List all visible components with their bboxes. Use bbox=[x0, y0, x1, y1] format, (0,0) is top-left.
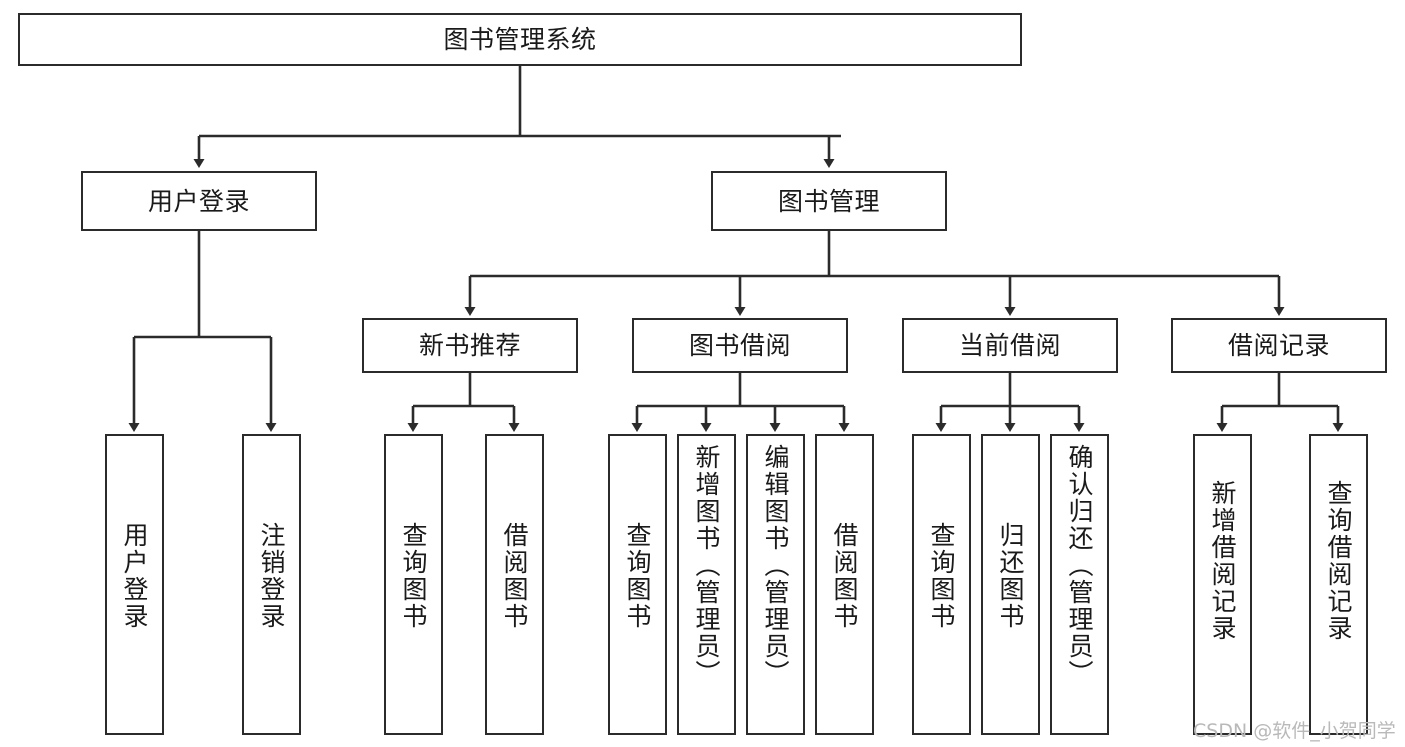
node-label: 图书管理 bbox=[777, 186, 880, 216]
node-new-book-recommendation[interactable]: 新书推荐 bbox=[362, 318, 578, 373]
leaf-query-books-current[interactable]: 查询图书 bbox=[912, 434, 971, 735]
leaf-return-books[interactable]: 归还图书 bbox=[981, 434, 1040, 735]
node-label: 注销登录 bbox=[257, 522, 286, 630]
node-root-library-system[interactable]: 图书管理系统 bbox=[18, 13, 1022, 66]
leaf-query-books-borrowing[interactable]: 查询图书 bbox=[608, 434, 667, 735]
node-label: 用户登录 bbox=[147, 186, 250, 216]
node-label: 用户登录 bbox=[120, 522, 149, 630]
node-current-borrowing[interactable]: 当前借阅 bbox=[902, 318, 1118, 373]
node-label: 新书推荐 bbox=[418, 331, 521, 360]
node-user-login[interactable]: 用户登录 bbox=[81, 171, 317, 231]
node-label: 查询借阅记录 bbox=[1324, 480, 1353, 642]
node-label: 归还图书 bbox=[996, 522, 1025, 630]
node-borrowing-records[interactable]: 借阅记录 bbox=[1171, 318, 1387, 373]
watermark-csdn: CSDN @软件_小贺同学 bbox=[1193, 720, 1396, 742]
node-label: 借阅图书 bbox=[500, 522, 529, 630]
node-label: 查询图书 bbox=[927, 522, 956, 630]
node-label: 新增图书（管理员） bbox=[692, 444, 721, 687]
leaf-user-login[interactable]: 用户登录 bbox=[105, 434, 164, 735]
leaf-add-book-admin[interactable]: 新增图书（管理员） bbox=[677, 434, 736, 735]
node-label: 借阅记录 bbox=[1227, 331, 1330, 360]
node-label: 查询图书 bbox=[399, 522, 428, 630]
node-label: 编辑图书（管理员） bbox=[761, 444, 790, 687]
leaf-confirm-return-admin[interactable]: 确认归还（管理员） bbox=[1050, 434, 1109, 735]
node-label: 借阅图书 bbox=[830, 522, 859, 630]
leaf-logout[interactable]: 注销登录 bbox=[242, 434, 301, 735]
node-label: 查询图书 bbox=[623, 522, 652, 630]
node-label: 图书借阅 bbox=[688, 331, 791, 360]
node-label: 新增借阅记录 bbox=[1208, 480, 1237, 642]
leaf-query-books-recommendation[interactable]: 查询图书 bbox=[384, 434, 443, 735]
leaf-add-borrow-record[interactable]: 新增借阅记录 bbox=[1193, 434, 1252, 735]
node-label: 图书管理系统 bbox=[443, 25, 597, 54]
leaf-borrow-books-recommendation[interactable]: 借阅图书 bbox=[485, 434, 544, 735]
leaf-query-borrow-record[interactable]: 查询借阅记录 bbox=[1309, 434, 1368, 735]
leaf-edit-book-admin[interactable]: 编辑图书（管理员） bbox=[746, 434, 805, 735]
leaf-borrow-books-borrowing[interactable]: 借阅图书 bbox=[815, 434, 874, 735]
node-book-borrowing[interactable]: 图书借阅 bbox=[632, 318, 848, 373]
node-label: 当前借阅 bbox=[958, 331, 1061, 360]
node-book-management[interactable]: 图书管理 bbox=[711, 171, 947, 231]
node-label: 确认归还（管理员） bbox=[1065, 444, 1094, 687]
